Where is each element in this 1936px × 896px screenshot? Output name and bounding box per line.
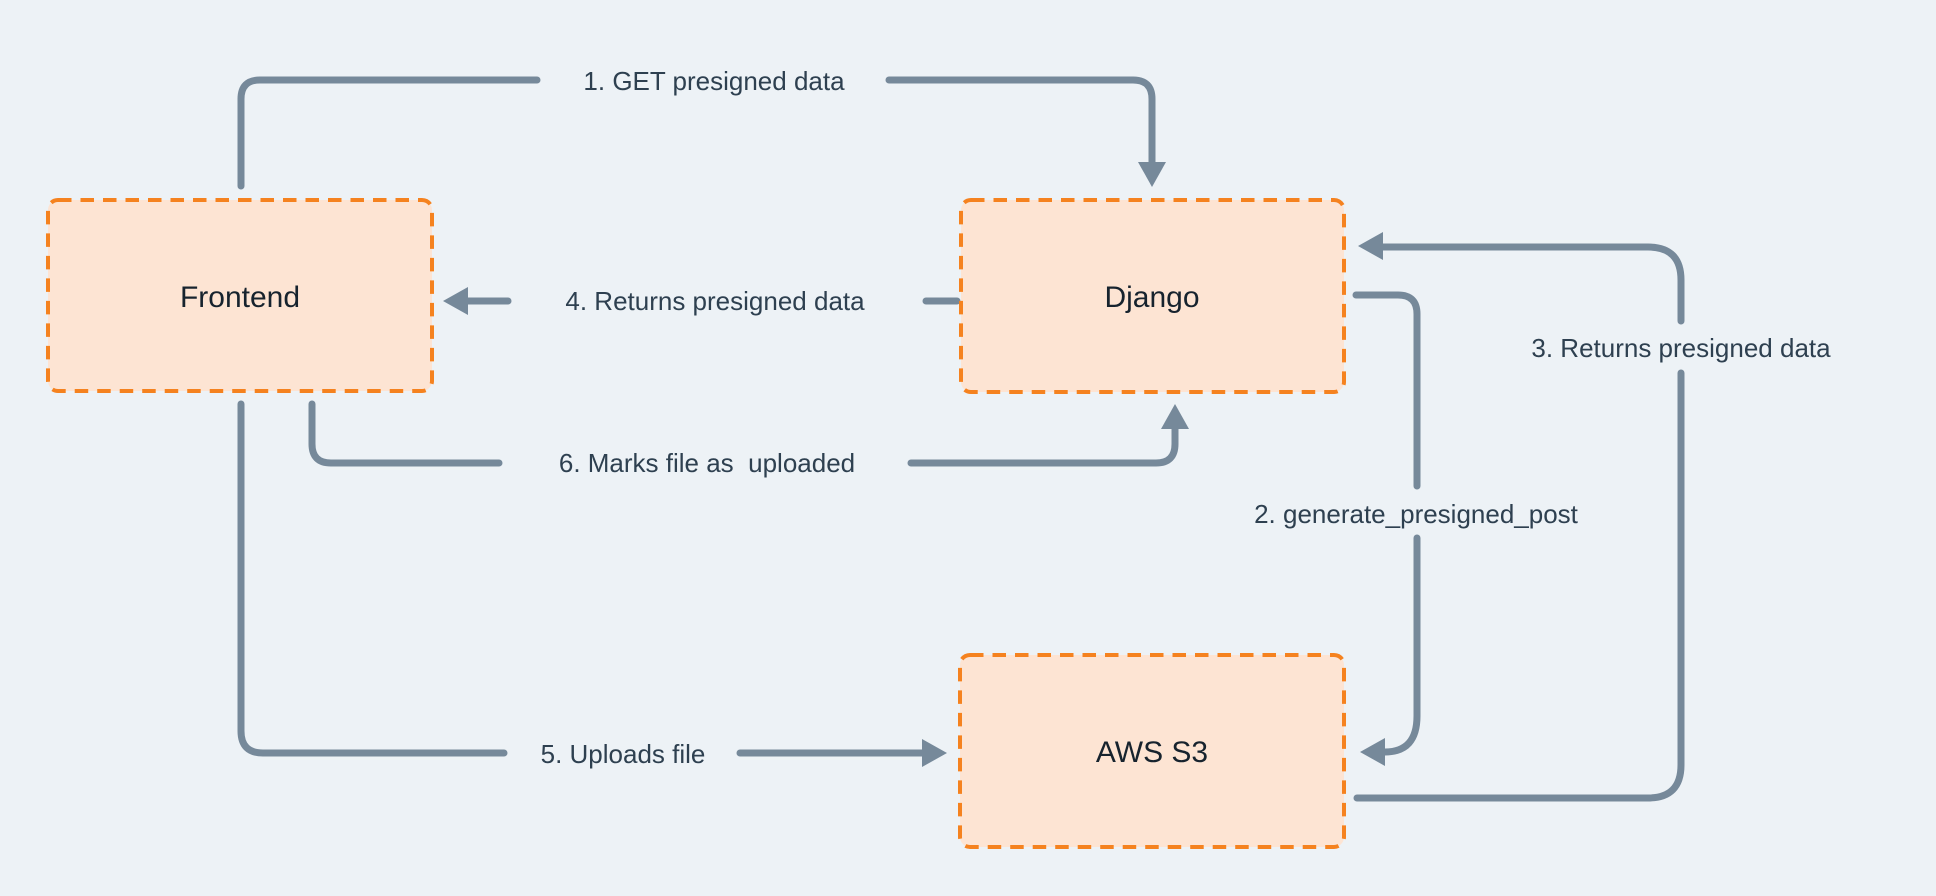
node-aws-s3: AWS S3 — [958, 653, 1346, 849]
django-box — [959, 198, 1346, 394]
edge-2-line-top — [1352, 291, 1421, 490]
edge-5-line-left — [237, 400, 508, 757]
edge-2-arrowhead-left — [1360, 738, 1385, 766]
aws-s3-box — [958, 653, 1346, 849]
edge-uploads-file: 5. Uploads file — [237, 400, 947, 769]
edge-1-line-right — [885, 76, 1156, 168]
edge-1-arrowhead-down — [1138, 162, 1166, 187]
edge-get-presigned-data: 1. GET presigned data — [237, 66, 1166, 190]
edge-5-label: 5. Uploads file — [541, 739, 706, 769]
edge-marks-file-uploaded: 6. Marks file as uploaded — [308, 400, 1189, 478]
frontend-box — [46, 198, 434, 393]
node-django: Django — [959, 198, 1346, 394]
edge-3-label: 3. Returns presigned data — [1531, 333, 1831, 363]
edge-6-arrowhead-up — [1161, 404, 1189, 429]
edge-2-label: 2. generate_presigned_post — [1254, 499, 1579, 529]
edge-4-label: 4. Returns presigned data — [565, 286, 865, 316]
edge-generate-presigned-post: 2. generate_presigned_post — [1254, 291, 1579, 766]
edge-1-line-left — [237, 76, 541, 190]
edge-2-line-bottom — [1381, 534, 1421, 756]
edge-6-line-left — [308, 400, 503, 467]
edge-6-label: 6. Marks file as uploaded — [559, 448, 855, 478]
edge-6-line-right — [907, 422, 1179, 467]
django-label: Django — [1104, 281, 1199, 314]
edge-3-line-top — [1370, 243, 1685, 325]
edge-returns-presigned-data-to-frontend: 4. Returns presigned data — [443, 286, 961, 316]
edge-5-arrowhead-right — [922, 739, 947, 767]
frontend-label: Frontend — [180, 281, 300, 314]
edge-3-line-bottom — [1353, 369, 1685, 802]
node-frontend: Frontend — [46, 198, 434, 393]
edge-1-label: 1. GET presigned data — [583, 66, 845, 96]
edge-returns-presigned-data-to-django: 3. Returns presigned data — [1353, 232, 1831, 802]
aws-s3-label: AWS S3 — [1096, 736, 1208, 769]
edge-4-arrowhead-left — [443, 287, 468, 315]
edge-3-arrowhead-left — [1358, 232, 1383, 260]
